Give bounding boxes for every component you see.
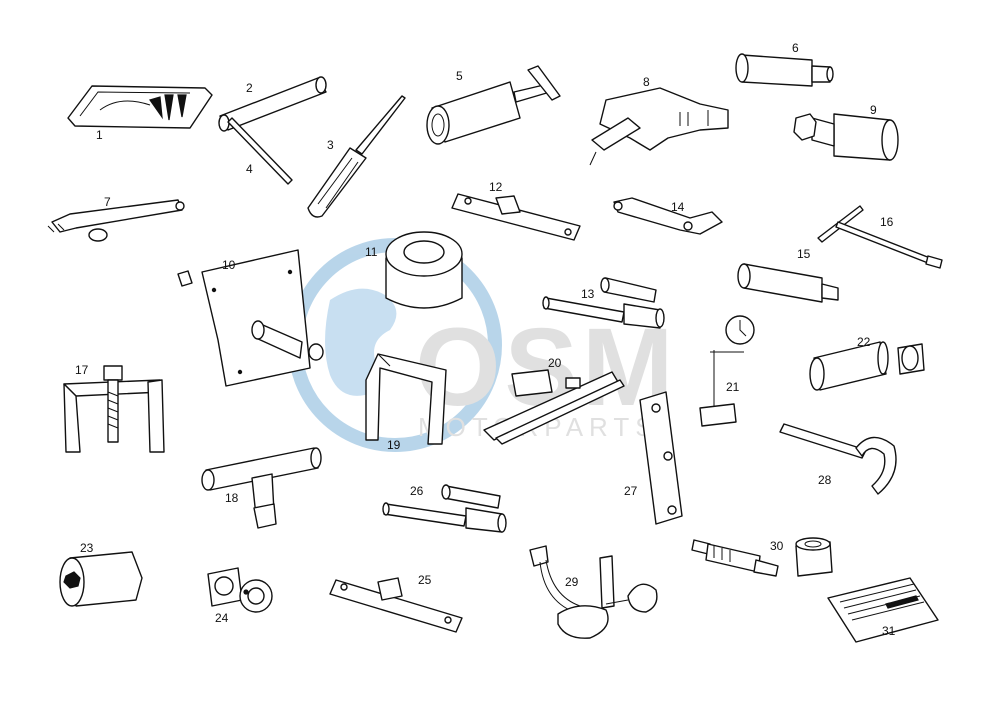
part-label-13: 13 <box>581 287 595 301</box>
part-label-7: 7 <box>104 195 111 209</box>
part-label-22: 22 <box>857 335 871 349</box>
u-bracket-part-19[interactable] <box>365 353 447 445</box>
part-label-8: 8 <box>643 75 650 89</box>
gauge-fixture-part-29[interactable] <box>529 545 658 639</box>
part-label-5: 5 <box>456 69 463 83</box>
screwdriver-part-3[interactable] <box>307 95 406 218</box>
pin-drift-part-26[interactable] <box>382 484 507 533</box>
part-label-21: 21 <box>726 380 740 394</box>
bearing-holder-part-24[interactable] <box>207 567 273 613</box>
part-label-27: 27 <box>624 484 638 498</box>
flat-plate-part-27[interactable] <box>639 391 683 525</box>
part-label-23: 23 <box>80 541 94 555</box>
part-label-29: 29 <box>565 575 579 589</box>
ring-bushing-part-11[interactable] <box>385 231 463 309</box>
part-label-12: 12 <box>489 180 503 194</box>
part-label-2: 2 <box>246 81 253 95</box>
part-label-6: 6 <box>792 41 799 55</box>
tool-pouch-part-1[interactable] <box>67 85 213 129</box>
part-label-28: 28 <box>818 473 832 487</box>
part-label-3: 3 <box>327 138 334 152</box>
fork-tool-part-20[interactable] <box>483 369 625 445</box>
t-puller-part-18[interactable] <box>201 447 322 529</box>
part-label-24: 24 <box>215 611 229 625</box>
part-label-31: 31 <box>882 624 896 638</box>
part-label-10: 10 <box>222 258 236 272</box>
part-label-26: 26 <box>410 484 424 498</box>
part-label-11: 11 <box>365 245 378 259</box>
part-label-14: 14 <box>671 200 685 214</box>
cylinder-part-6[interactable] <box>735 53 834 87</box>
part-label-4: 4 <box>246 162 253 176</box>
part-label-1: 1 <box>96 128 103 142</box>
pin-wrench-part-7[interactable] <box>47 199 185 242</box>
bracket-bar-part-12[interactable] <box>451 193 581 241</box>
puller-body-part-8[interactable] <box>589 87 729 166</box>
sleeve-ring-part-22[interactable] <box>809 341 925 391</box>
manual-book-part-31[interactable] <box>827 577 939 643</box>
watermark-logo: OSM MOTORPARTS <box>288 238 674 452</box>
part-label-17: 17 <box>75 363 89 377</box>
sleeve-part-15[interactable] <box>737 263 839 303</box>
part-label-19: 19 <box>387 438 401 452</box>
lever-part-14[interactable] <box>613 197 723 235</box>
part-label-16: 16 <box>880 215 894 229</box>
tommy-bar-part-4[interactable] <box>227 117 293 185</box>
t-key-part-16[interactable] <box>817 205 943 269</box>
pin-drift-part-13[interactable] <box>542 277 665 329</box>
part-label-20: 20 <box>548 356 562 370</box>
part-label-30: 30 <box>770 539 784 553</box>
tube-spanner-part-2[interactable] <box>218 76 327 132</box>
part-label-18: 18 <box>225 491 239 505</box>
watermark-continents-icon <box>325 288 397 396</box>
extractor-part-5[interactable] <box>426 65 561 145</box>
adapter-part-30[interactable] <box>691 537 833 577</box>
mounting-plate-part-10[interactable] <box>177 249 324 387</box>
hex-socket-part-23[interactable] <box>59 551 143 607</box>
part-label-15: 15 <box>797 247 811 261</box>
locating-bar-part-25[interactable] <box>329 577 463 633</box>
gear-puller-part-17[interactable] <box>63 365 165 453</box>
threaded-sleeve-part-9[interactable] <box>793 113 899 161</box>
dial-gauge-part-21[interactable] <box>699 315 755 427</box>
c-spanner-part-28[interactable] <box>779 423 897 495</box>
part-label-25: 25 <box>418 573 432 587</box>
part-label-9: 9 <box>870 103 877 117</box>
